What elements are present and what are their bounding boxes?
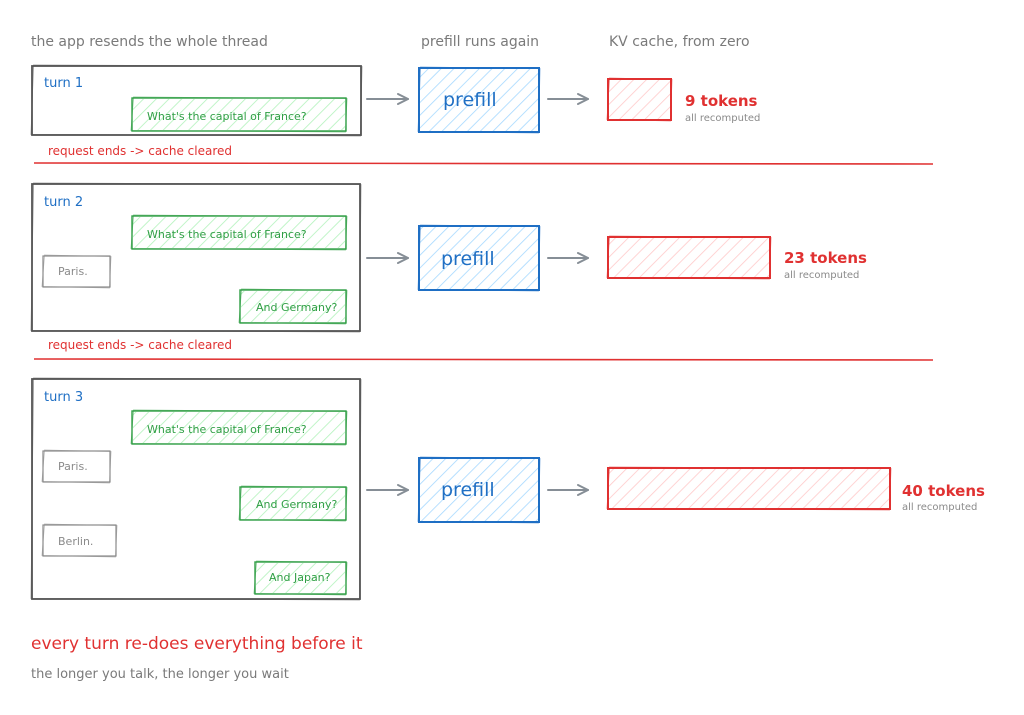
header-thread: the app resends the whole thread bbox=[31, 34, 268, 50]
turn-2-cache-bar bbox=[606, 235, 772, 280]
turn-3-arrow-in bbox=[366, 484, 409, 496]
turn-2-frame bbox=[30, 182, 362, 333]
turn-2-prefill-box bbox=[417, 224, 541, 292]
turn-3-tokens: 40 tokens bbox=[902, 482, 985, 500]
separator-2-line bbox=[33, 358, 934, 361]
turn-3-bubble-2 bbox=[41, 449, 112, 484]
header-prefill: prefill runs again bbox=[421, 34, 540, 50]
turn-2-bubble-3 bbox=[238, 288, 348, 325]
turn-2-note: all recomputed bbox=[784, 270, 860, 281]
turn-1-arrow-out bbox=[547, 93, 589, 105]
turn-2-tokens: 23 tokens bbox=[784, 249, 867, 267]
turn-1-frame bbox=[30, 64, 363, 137]
turn-3-label: turn 3 bbox=[44, 390, 84, 405]
turn-3-bubble-3 bbox=[238, 485, 348, 522]
turn-1-msg-1: What's the capital of France? bbox=[147, 110, 307, 123]
header-cache: KV cache, from zero bbox=[609, 34, 750, 50]
turn-3-arrow-out bbox=[547, 484, 589, 496]
turn-2-bubble-2 bbox=[41, 254, 112, 289]
turn-3-msg-2: Paris. bbox=[58, 460, 88, 473]
turn-2-arrow-in bbox=[366, 252, 409, 264]
turn-3-cache-bar bbox=[606, 466, 892, 511]
turn-2-msg-2: Paris. bbox=[58, 265, 88, 278]
turn-1-bubble-1 bbox=[130, 96, 348, 133]
separator-1-label: request ends -> cache cleared bbox=[48, 144, 232, 158]
turn-3-bubble-5 bbox=[253, 560, 348, 596]
turn-2-arrow-out bbox=[547, 252, 589, 264]
turn-3-bubble-1 bbox=[130, 409, 348, 446]
turn-3-note: all recomputed bbox=[902, 502, 978, 513]
turn-2-bubble-1 bbox=[130, 214, 348, 251]
turn-1-arrow-in bbox=[366, 93, 409, 105]
turn-2-prefill-label: prefill bbox=[441, 248, 495, 270]
separator-1-line bbox=[33, 162, 934, 165]
turn-3-bubble-4 bbox=[41, 523, 118, 558]
turn-2-msg-3: And Germany? bbox=[256, 301, 338, 314]
turn-1-label: turn 1 bbox=[44, 76, 84, 91]
turn-1-note: all recomputed bbox=[685, 113, 761, 124]
turn-3-msg-3: And Germany? bbox=[256, 498, 338, 511]
turn-3-prefill-box bbox=[417, 456, 541, 524]
turn-1-prefill-box bbox=[417, 66, 541, 134]
conclusion-subtitle: the longer you talk, the longer you wait bbox=[31, 667, 289, 682]
turn-3-msg-4: Berlin. bbox=[58, 535, 94, 548]
separator-2-label: request ends -> cache cleared bbox=[48, 338, 232, 352]
conclusion-title: every turn re-does everything before it bbox=[31, 634, 363, 654]
turn-1-cache-bar bbox=[606, 77, 673, 122]
turn-1-tokens: 9 tokens bbox=[685, 92, 758, 110]
turn-2-msg-1: What's the capital of France? bbox=[147, 228, 307, 241]
turn-3-frame bbox=[30, 377, 362, 601]
turn-3-msg-5: And Japan? bbox=[269, 571, 331, 584]
turn-3-prefill-label: prefill bbox=[441, 479, 495, 501]
turn-1-prefill-label: prefill bbox=[443, 89, 497, 111]
turn-2-label: turn 2 bbox=[44, 195, 84, 210]
turn-3-msg-1: What's the capital of France? bbox=[147, 423, 307, 436]
